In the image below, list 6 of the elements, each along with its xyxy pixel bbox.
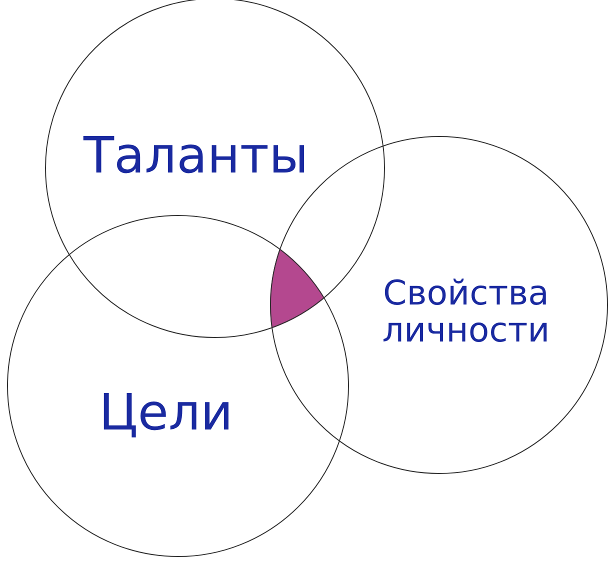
circle-label: Таланты bbox=[82, 128, 310, 184]
venn-circle bbox=[45, 0, 385, 338]
venn-circle bbox=[7, 215, 349, 557]
intersection-region bbox=[270, 248, 325, 328]
circle-label: Цели bbox=[98, 386, 234, 440]
circle-label: Свойства личности bbox=[381, 276, 551, 350]
